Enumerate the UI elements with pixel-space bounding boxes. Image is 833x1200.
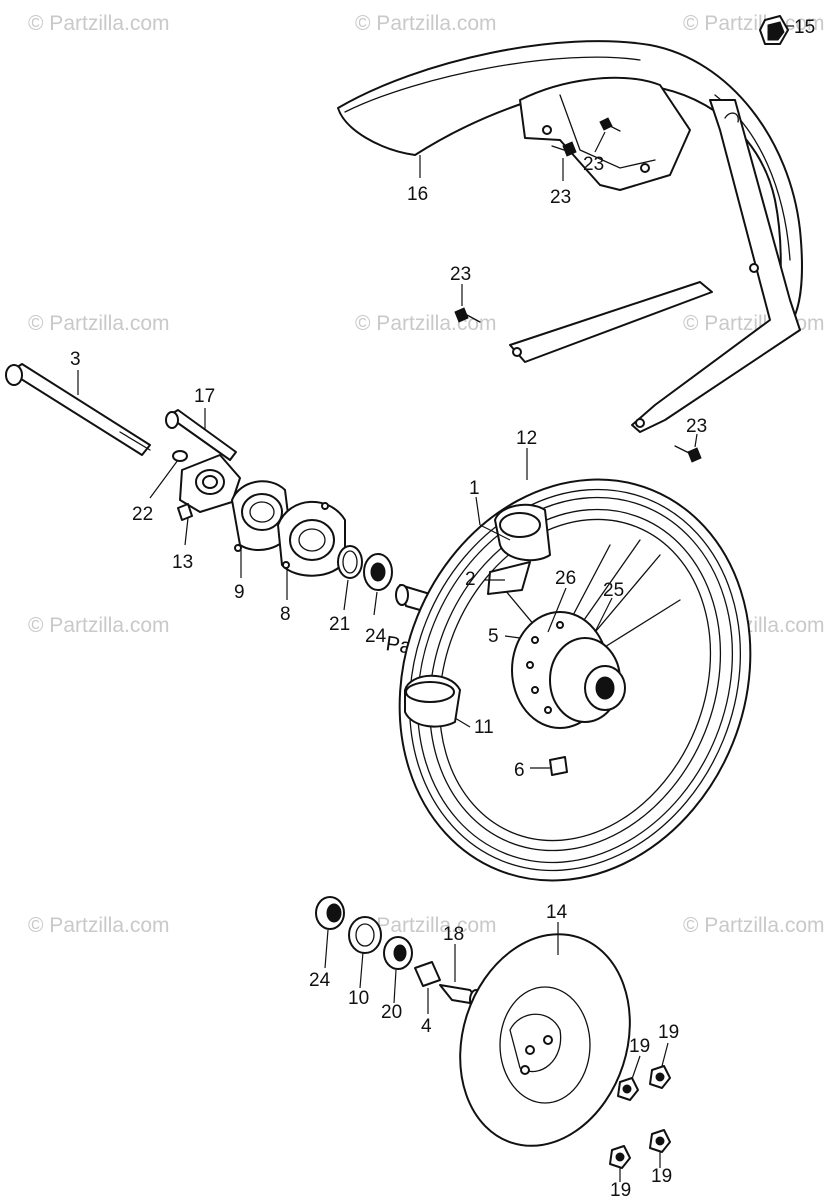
watermark: © Partzilla.com [355,12,497,35]
bolt-23-a [599,117,621,132]
callout-12: 12 [516,428,537,449]
callout-23-b: 23 [550,187,571,208]
front-axle [5,363,151,456]
bearing-20 [383,936,413,970]
callout-20: 20 [381,1002,402,1023]
callout-19-a: 19 [629,1036,650,1057]
watermark: © Partzilla.com [683,914,825,937]
o-ring-21 [337,545,363,579]
watermark: © Partzilla.com [683,12,825,35]
callout-19-c: 19 [610,1180,631,1200]
callout-15: 15 [794,17,815,38]
seal-10 [348,916,382,954]
watermark: © Partzilla.com [28,914,170,937]
gear-box-9 [231,480,291,552]
callout-1: 1 [469,478,480,499]
callout-8: 8 [280,604,291,625]
callout-19-d: 19 [651,1166,672,1187]
hub-5 [511,611,626,729]
callout-17: 17 [194,386,215,407]
bolt-23-b [551,141,577,157]
callout-23-d: 23 [686,416,707,437]
watermark: © Partzilla.com [355,914,497,937]
valve-6 [549,756,568,776]
rim-band-2 [487,561,531,595]
watermark: © Partzilla.com [355,312,497,335]
callouts: 15 16 23 23 23 23 3 17 22 13 9 8 21 24 1… [70,17,815,1200]
cap-nut-15 [759,15,789,45]
callout-24-a: 24 [365,626,387,647]
tube-1 [494,503,551,562]
bolt-17 [165,409,237,461]
nut-19-b [649,1065,671,1089]
callout-14: 14 [546,902,568,923]
bearing-24-a [363,553,393,591]
callout-9: 9 [234,582,245,603]
callout-2: 2 [465,569,476,590]
callout-23-a: 23 [583,154,604,175]
watermark: © Partzilla.com [28,12,170,35]
collar-13 [177,454,241,521]
callout-25: 25 [603,580,624,601]
nut-19-a [617,1077,639,1101]
nut-19-d [649,1129,671,1153]
leader-lines [77,25,794,1182]
callout-11: 11 [474,717,494,738]
bolt-23-d [674,445,702,463]
tire-11 [404,674,461,728]
callout-18: 18 [443,924,464,945]
collar-4 [414,961,441,987]
callout-21: 21 [329,614,350,635]
callout-19-b: 19 [658,1022,679,1043]
nut-19-c [609,1145,631,1169]
retainer-8 [277,500,346,577]
watermark: © Partzilla.com [28,614,170,637]
brake-disc-14 [459,933,631,1147]
bolt-23-c [454,307,481,323]
bearing-24-b [315,896,345,930]
watermark: © Partzilla.com [28,312,170,335]
callout-23-c: 23 [450,264,471,285]
front-fender [337,40,803,433]
grease-fitting-22 [172,450,188,462]
callout-3: 3 [70,349,81,370]
callout-26: 26 [555,568,576,589]
callout-24-b: 24 [309,970,331,991]
callout-6: 6 [514,760,525,781]
callout-10: 10 [348,988,369,1009]
callout-5: 5 [488,626,499,647]
callout-16: 16 [407,184,428,205]
callout-13: 13 [172,552,193,573]
callout-4: 4 [421,1016,432,1037]
callout-22: 22 [132,504,153,525]
